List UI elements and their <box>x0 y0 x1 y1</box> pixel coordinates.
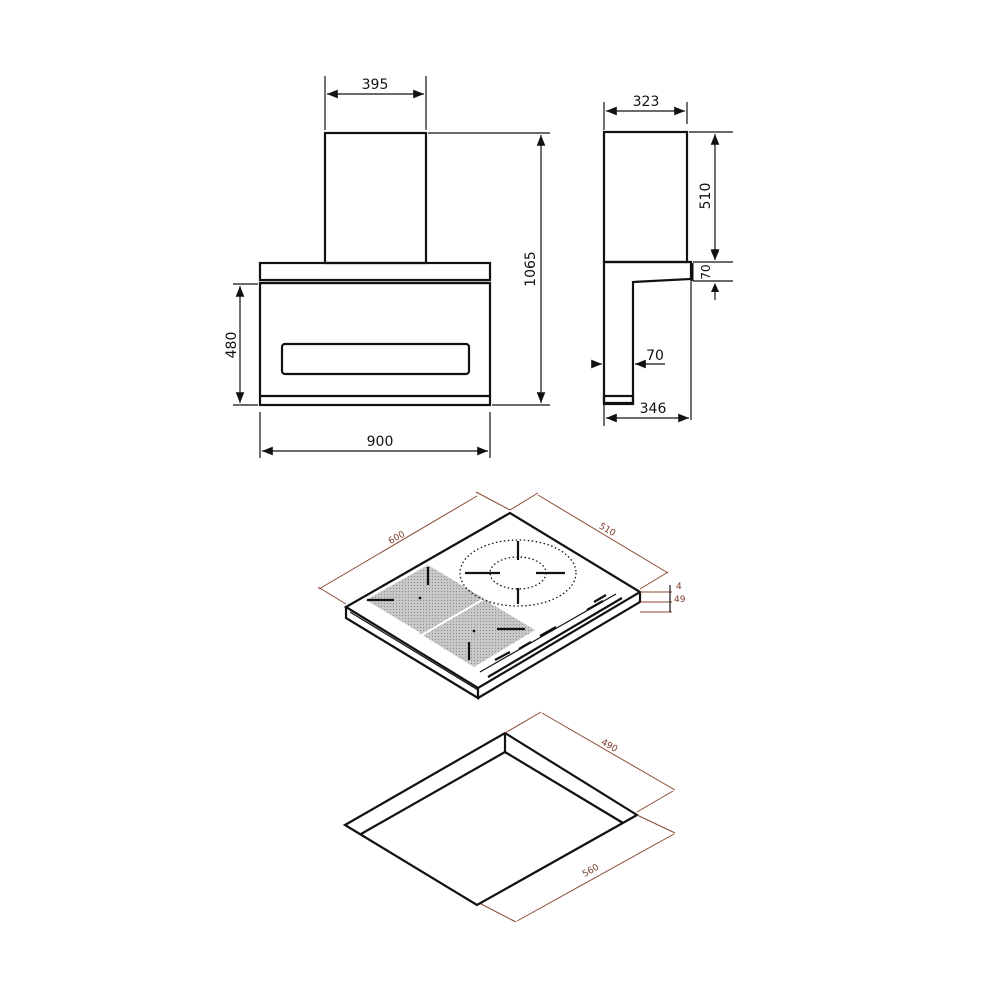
cooking-zone-large-outer <box>459 539 577 607</box>
dim-body-thickness: 49 <box>674 595 686 605</box>
dim-cooktop-depth: 600 <box>387 530 407 547</box>
side-canopy <box>602 260 693 405</box>
dim-glass-thickness: 4 <box>676 582 682 592</box>
hood-display-window <box>280 342 471 376</box>
dim-chimney-depth: 323 <box>633 94 660 110</box>
hood-side-view: 323 510 70 70 346 <box>591 94 733 426</box>
dim-body-height: 480 <box>224 332 240 359</box>
dim-total-width: 900 <box>367 434 394 450</box>
side-chimney <box>602 130 689 264</box>
cooktop-isometric: 600 510 4 49 <box>317 491 686 700</box>
dim-total-depth: 346 <box>640 401 667 417</box>
dim-total-height: 1065 <box>523 251 539 287</box>
control-panel <box>479 593 623 678</box>
dim-chimney-height: 510 <box>698 183 714 210</box>
dim-chimney-width: 395 <box>362 77 389 93</box>
hood-canopy-top <box>258 261 492 282</box>
cooking-zone-front-left <box>419 597 535 667</box>
hood-front-view: 395 1065 480 900 <box>224 76 550 458</box>
hood-body <box>258 281 492 407</box>
hood-chimney <box>323 131 428 265</box>
dim-canopy-step: 70 <box>699 264 713 279</box>
dim-panel-depth: 70 <box>646 348 664 364</box>
dim-cutout-width: 560 <box>581 863 601 880</box>
cutout-isometric: 490 560 <box>342 711 676 923</box>
